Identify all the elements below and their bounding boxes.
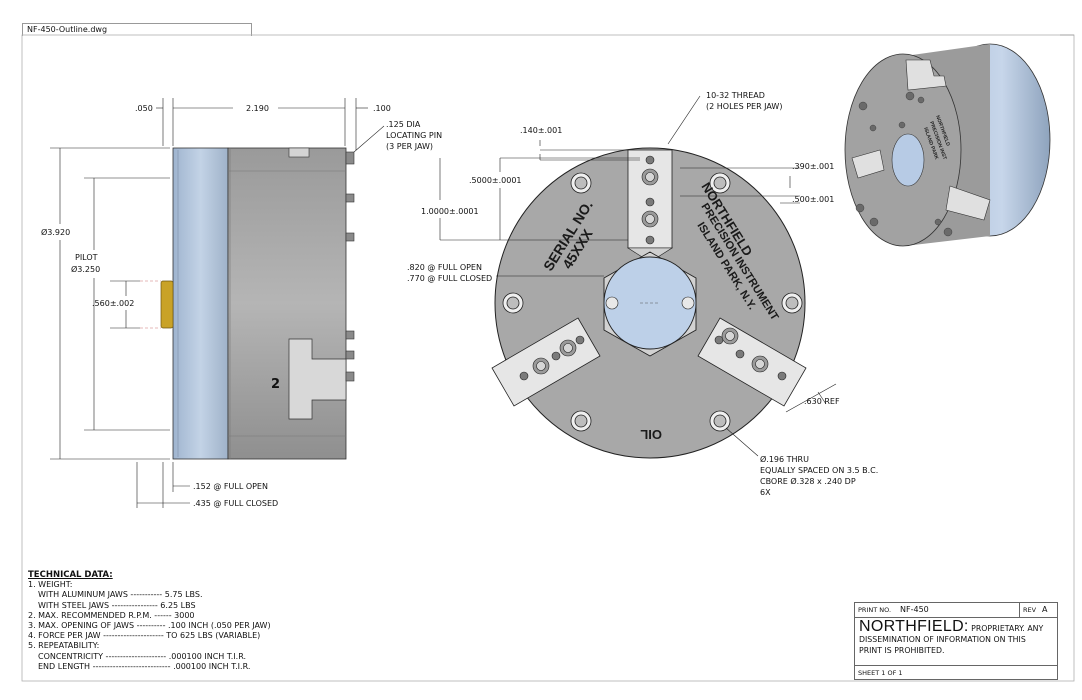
rear-plate [172,147,229,460]
pilot-label: PILOT [75,253,98,262]
rev-label: REV [1023,606,1037,614]
hole-note-3: CBORE Ø.328 x .240 DP [760,476,856,486]
pilot-brass [160,280,174,329]
jaw-number: 2 [271,377,280,392]
sheet-number: SHEET 1 OF 1 [858,669,903,677]
dim-dia-3250: Ø3.250 [71,264,100,274]
dim-100: .100 [373,104,391,113]
pin-note-1: .125 DIA [386,120,421,129]
tech-line: 5. REPEATABILITY: [28,641,100,651]
notice-line-2: DISSEMINATION OF INFORMATION ON THIS [859,635,1026,644]
side-view: 2 [140,147,355,460]
dim-500: .500±.001 [792,195,834,204]
sheet-border [21,34,1075,682]
hole-note-1: Ø.196 THRU [760,454,809,464]
front-view: SERIAL NO. 45XXX NORTHFIELD PRECISION IN… [491,147,807,459]
oil-text: OIL [640,427,662,442]
notice-line-3: PRINT IS PROHIBITED. [859,646,945,655]
dim-full-open: .152 @ FULL OPEN [193,482,268,491]
thread-note-2: (2 HOLES PER JAW) [706,102,782,111]
tech-line: 1. WEIGHT: [28,580,73,590]
pin-note-3: (3 PER JAW) [386,142,433,151]
front-dimensions [439,95,837,457]
dim-560: .560±.002 [92,299,134,308]
tech-line: 4. FORCE PER JAW --------------------- T… [28,631,261,641]
print-no-value: NF-450 [900,605,929,614]
dim-10000: 1.0000±.0001 [421,207,479,216]
side-dimensions [50,98,385,508]
bore-note-1: .820 @ FULL OPEN [407,263,482,272]
dim-050: .050 [135,104,153,113]
jaw-t-slot [288,338,347,420]
isometric-view: NORTHFIELD PRECISION INST ISLAND PARK [844,43,1051,247]
dim-140: .140±.001 [520,126,562,135]
hole-note-4: 6X [760,488,771,497]
rev-value: A [1042,605,1048,614]
tech-line: WITH STEEL JAWS ---------------- 6.25 LB… [38,600,196,610]
technical-data: TECHNICAL DATA: 1. WEIGHT: WITH ALUMINUM… [28,570,271,672]
technical-data-heading: TECHNICAL DATA: [28,570,113,580]
dim-2190: 2.190 [246,104,269,113]
bore-note-2: .770 @ FULL CLOSED [407,274,492,283]
proprietary-notice: NORTHFIELD: PROPRIETARY. ANY DISSEMINATI… [859,618,1055,656]
cbore-holes [502,172,803,432]
dim-630: .630 REF [804,397,840,406]
rev-box: REV A [1019,603,1058,617]
title-block-row-sheet: SHEET 1 OF 1 [855,665,1057,680]
dim-5000: .5000±.0001 [469,176,522,185]
title-block: PRINT NO. NF-450 REV A NORTHFIELD: PROPR… [854,602,1058,680]
thread-note-1: 10-32 THREAD [706,91,765,100]
hole-note-2: EQUALLY SPACED ON 3.5 B.C. [760,466,878,475]
tech-line: WITH ALUMINUM JAWS ----------- 5.75 LBS. [38,590,203,600]
chuck-body [227,147,347,460]
file-tab[interactable]: NF-450-Outline.dwg [22,23,252,36]
notice-line-1: PROPRIETARY. ANY [971,624,1044,633]
print-no-label: PRINT NO. [858,606,892,614]
tech-line: 3. MAX. OPENING OF JAWS ---------- .100 … [28,621,271,631]
tech-line: 2. MAX. RECOMMENDED R.P.M. ------ 3000 [28,610,195,620]
title-block-row-print: PRINT NO. NF-450 REV A [855,603,1057,618]
dim-390: .390±.001 [792,162,834,171]
dim-full-closed: .435 @ FULL CLOSED [193,499,278,508]
brand-name: NORTHFIELD: [859,618,969,635]
pin-note-2: LOCATING PIN [386,131,442,140]
tech-line: CONCENTRICITY --------------------- .000… [38,651,247,661]
tech-line: END LENGTH --------------------------- .… [38,661,251,671]
dim-dia-3920: Ø3.920 [41,227,70,237]
